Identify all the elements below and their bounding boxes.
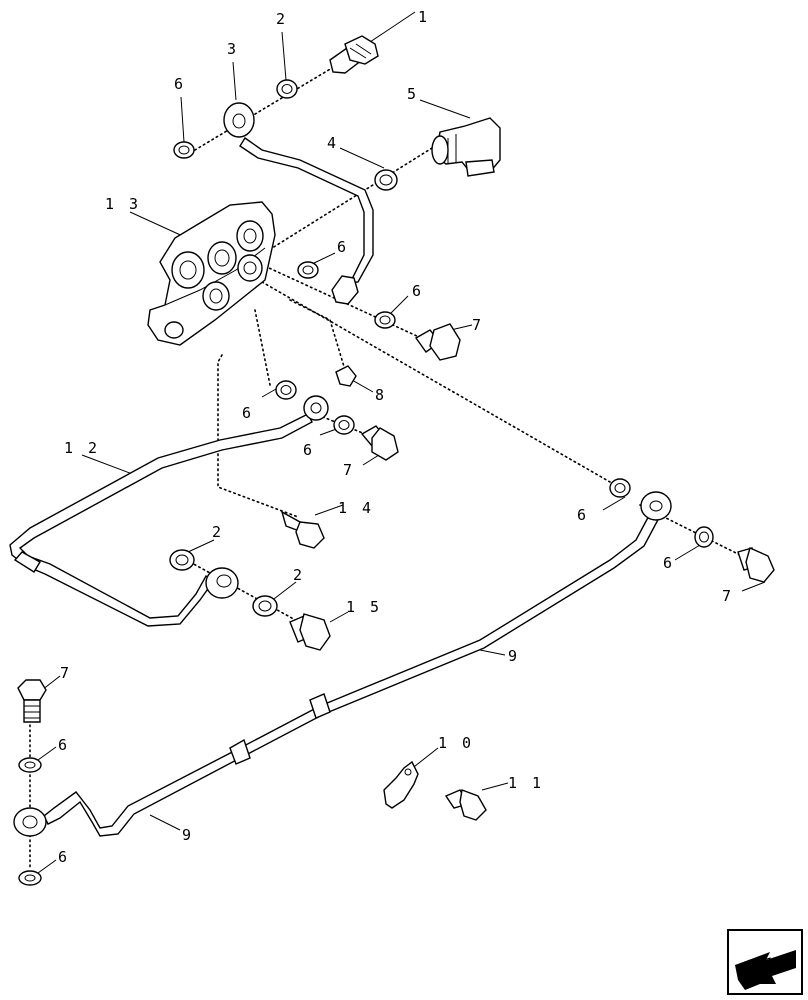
part-9-tube (13, 491, 672, 837)
callout-8: 8 (375, 386, 387, 404)
next-page-arrow-icon[interactable] (727, 929, 803, 995)
callout-5: 5 (407, 85, 419, 103)
callout-9: 9 (508, 647, 520, 665)
callout-13: 1 3 (105, 195, 141, 213)
part-10-clip (383, 760, 419, 809)
callout-15: 1 5 (346, 598, 382, 616)
callout-4: 4 (327, 134, 339, 152)
callout-14: 1 4 (338, 499, 374, 517)
callout-2: 2 (276, 10, 288, 28)
part-8-plug (335, 365, 357, 387)
callout-6: 6 (412, 282, 424, 300)
part-14-bolt (280, 510, 325, 549)
callout-6: 6 (337, 238, 349, 256)
part-15-bolt (289, 613, 331, 651)
part-2-washers-lower (169, 549, 278, 617)
part-6-washers (18, 141, 714, 886)
callout-7: 7 (472, 316, 484, 334)
callout-6: 6 (577, 506, 589, 524)
leader-lines (37, 11, 766, 874)
callout-6: 6 (174, 75, 186, 93)
callout-1: 1 (418, 8, 430, 26)
callout-7: 7 (60, 664, 72, 682)
callout-3: 3 (227, 40, 239, 58)
callout-6: 6 (58, 736, 70, 754)
part-7-banjo-bolts (17, 323, 775, 723)
callout-6: 6 (242, 404, 254, 422)
part-4-o-ring (374, 169, 398, 191)
part-1-fitting (329, 35, 379, 74)
callout-7: 7 (343, 461, 355, 479)
part-3-tube (223, 102, 374, 305)
part-13-valve-block (147, 201, 276, 346)
callout-labels: 1 2 3 4 5 6 1 3 6 6 7 8 6 1 2 6 7 1 4 6 … (58, 8, 734, 866)
part-12-tube (9, 395, 329, 627)
part-2-washer (276, 79, 298, 99)
callout-12: 1 2 (64, 439, 100, 457)
callout-2: 2 (212, 523, 224, 541)
part-11-bolt (444, 789, 487, 821)
callout-6: 6 (303, 441, 315, 459)
callout-11: 1 1 (508, 774, 544, 792)
callout-6: 6 (58, 848, 70, 866)
callout-6: 6 (663, 554, 675, 572)
callout-2: 2 (293, 566, 305, 584)
part-5-elbow-fitting (431, 117, 501, 177)
callout-7: 7 (722, 587, 734, 605)
callout-9: 9 (182, 826, 194, 844)
callout-10: 1 0 (438, 734, 474, 752)
